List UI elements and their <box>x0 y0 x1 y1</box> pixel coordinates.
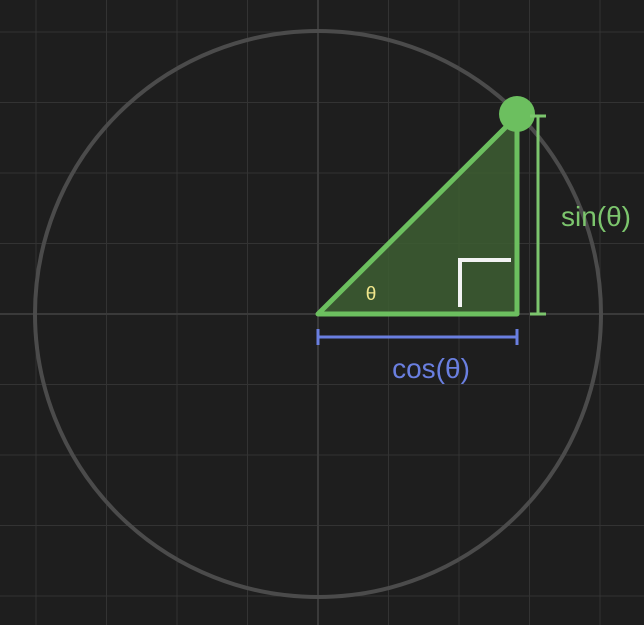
right-triangle <box>315 113 520 317</box>
cos-label: cos(θ) <box>392 353 470 384</box>
cos-measure <box>316 329 519 345</box>
sin-measure <box>530 114 546 316</box>
sin-label: sin(θ) <box>561 201 631 232</box>
angle-label: θ <box>366 284 377 305</box>
right-angle-marker <box>458 258 511 307</box>
point-on-circle <box>499 96 535 132</box>
unit-circle <box>33 29 603 599</box>
